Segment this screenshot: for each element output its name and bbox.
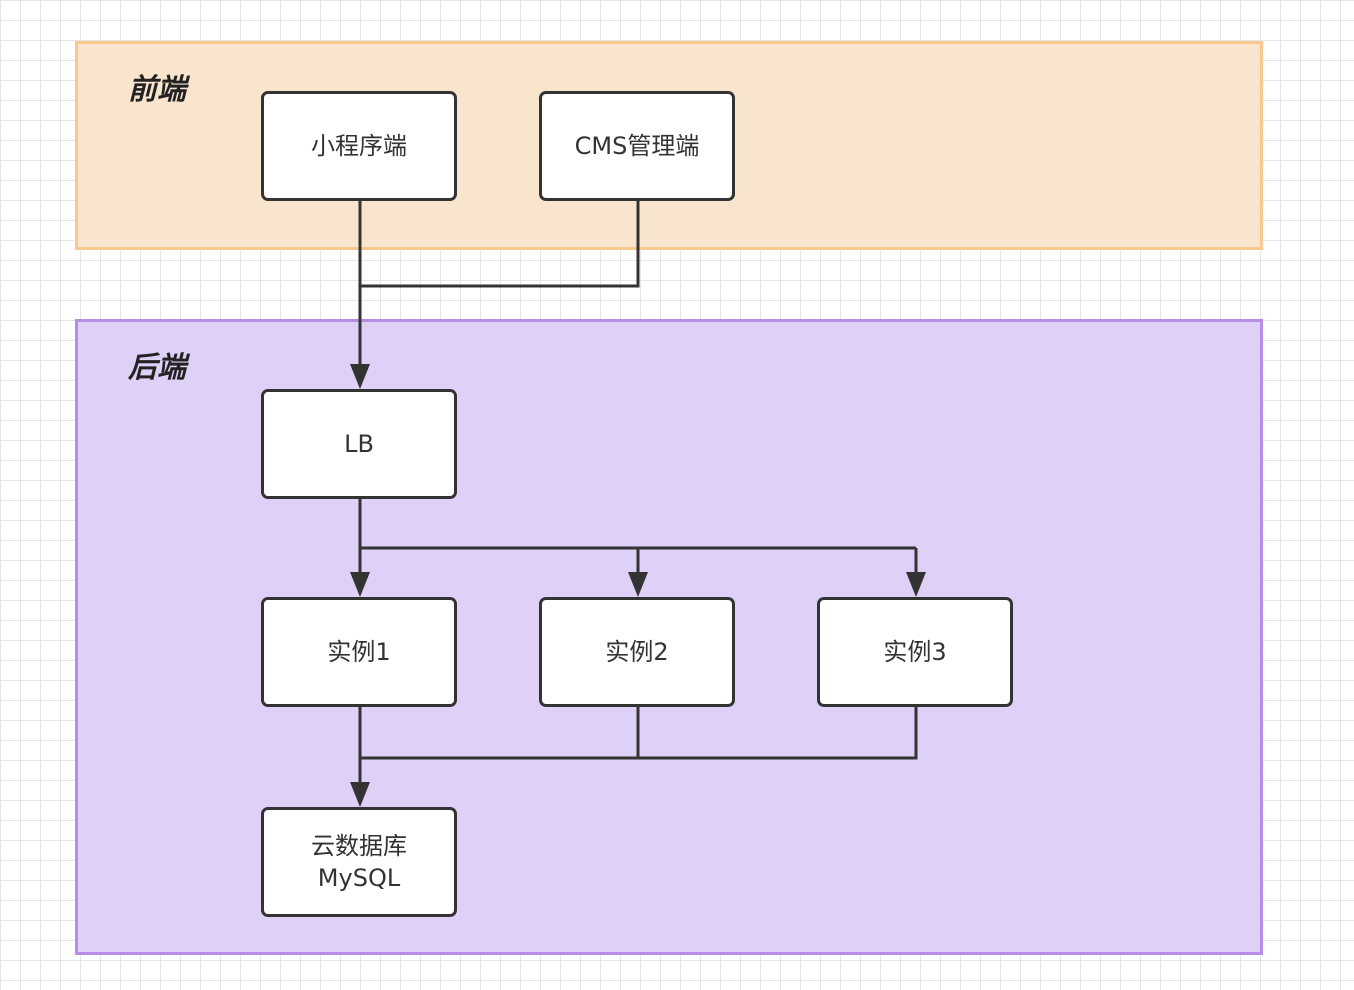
node-database-text: 云数据库 MySQL [311,830,407,894]
node-instance3[interactable]: 实例3 [817,597,1013,707]
node-database-line1: 云数据库 [311,832,407,860]
arrow-to-lb [350,364,370,389]
backend-group-label: 后端 [128,350,187,384]
node-database[interactable]: 云数据库 MySQL [261,807,457,917]
frontend-group-label: 前端 [128,72,187,106]
node-cms-label: CMS管理端 [574,132,700,160]
node-cms[interactable]: CMS管理端 [539,91,735,201]
node-miniprogram-label: 小程序端 [311,132,407,160]
node-instance2[interactable]: 实例2 [539,597,735,707]
node-database-line2: MySQL [317,864,401,892]
node-miniprogram[interactable]: 小程序端 [261,91,457,201]
node-instance2-label: 实例2 [605,638,669,666]
node-lb[interactable]: LB [261,389,457,499]
node-instance1-label: 实例1 [327,638,391,666]
arrow-to-database [350,782,370,807]
node-instance1[interactable]: 实例1 [261,597,457,707]
arrow-to-instance1 [350,572,370,597]
node-instance3-label: 实例3 [883,638,947,666]
arrow-to-instance3 [906,572,926,597]
edge-cms-merge [360,200,640,288]
edge-lb-stem [358,497,916,550]
edge-instances-merge [360,706,918,760]
node-lb-label: LB [344,430,374,458]
arrow-to-instance2 [628,572,648,597]
